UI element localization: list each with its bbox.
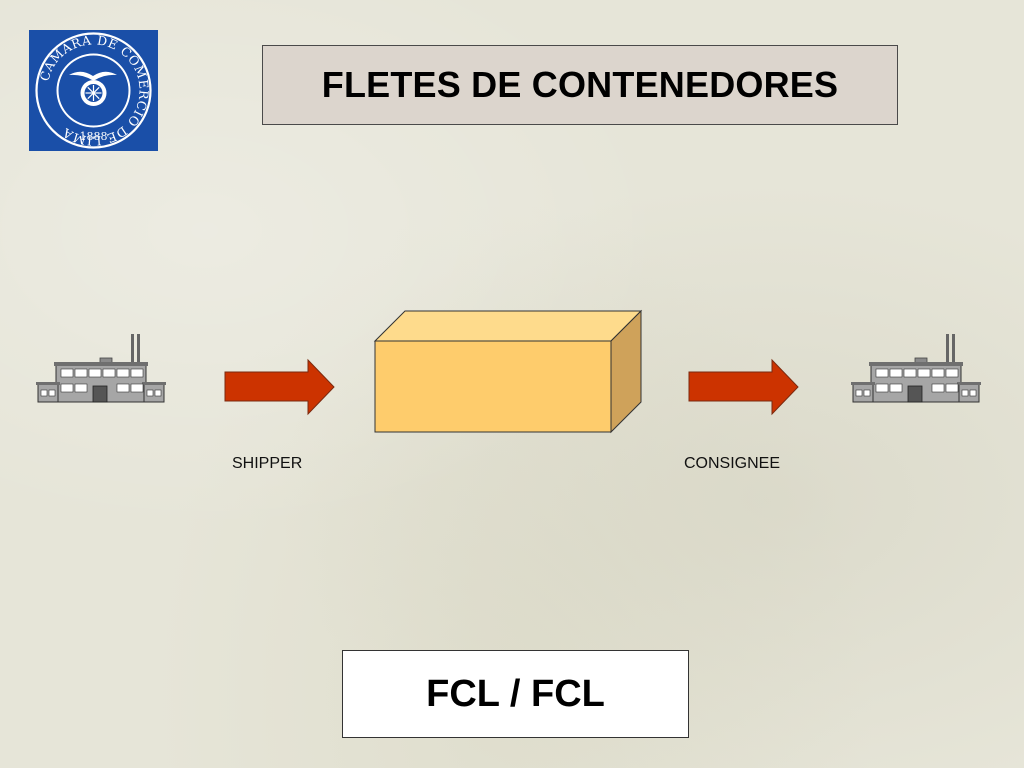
title-box: FLETES DE CONTENEDORES — [262, 45, 898, 125]
consignee-label: CONSIGNEE — [684, 455, 781, 472]
logo-year: 1888 — [80, 130, 108, 143]
fcl-label: FCL / FCL — [426, 672, 605, 715]
fcl-diagram — [35, 309, 982, 434]
page-title: FLETES DE CONTENEDORES — [321, 64, 839, 105]
shipper-label: SHIPPER — [232, 455, 303, 472]
fcl-box: FCL / FCL — [342, 650, 689, 738]
camara-comercio-lima-logo: CAMARA DE COMERCIO DE LIMA 1888 — [29, 30, 158, 151]
shipper-factory-icon — [35, 333, 167, 403]
shipper-arrow — [224, 358, 335, 416]
consignee-factory-icon — [850, 333, 982, 403]
container-box — [373, 309, 643, 434]
consignee-arrow — [688, 358, 799, 416]
